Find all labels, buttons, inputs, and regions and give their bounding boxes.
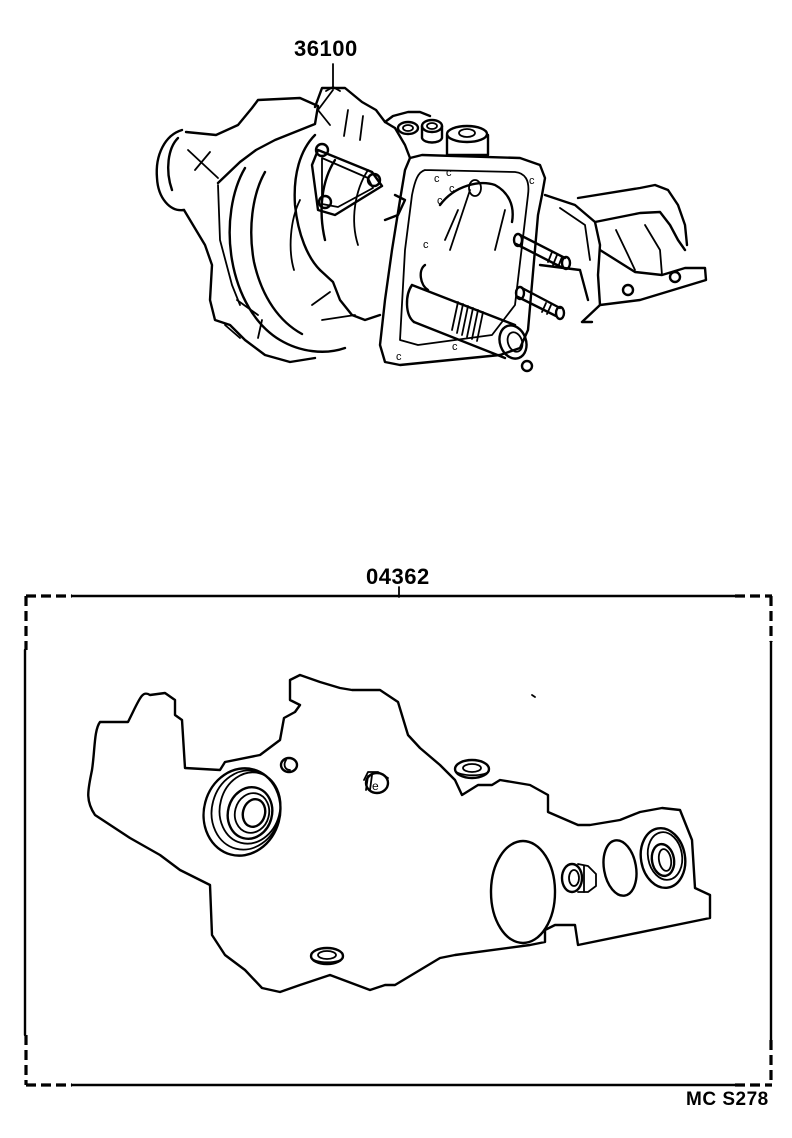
svg-text:c: c bbox=[437, 195, 443, 207]
extension-housing bbox=[155, 96, 320, 364]
svg-text:c: c bbox=[446, 167, 452, 179]
threaded-plug-right bbox=[560, 862, 597, 894]
washer-seal-lower bbox=[309, 946, 345, 966]
output-shaft bbox=[405, 263, 534, 373]
o-ring-large bbox=[489, 839, 557, 945]
illustration-code-label: MC S278 bbox=[686, 1089, 769, 1110]
svg-text:c: c bbox=[529, 175, 535, 187]
oil-seal-large bbox=[202, 767, 282, 857]
svg-text:c: c bbox=[396, 351, 402, 363]
mounting-bracket bbox=[538, 183, 708, 324]
oil-seal-right bbox=[639, 827, 687, 889]
cover-plate bbox=[310, 142, 384, 217]
threaded-plug: e bbox=[363, 771, 390, 795]
svg-text:e: e bbox=[372, 779, 379, 793]
rear-flange-plate: c c c c c c c c bbox=[378, 153, 547, 367]
bolt-icon bbox=[366, 172, 382, 188]
gasket-outline bbox=[87, 673, 712, 994]
svg-text:c: c bbox=[434, 173, 440, 185]
small-o-ring bbox=[279, 756, 299, 774]
shaft-pin-icon bbox=[520, 359, 534, 373]
part-number-label-gasket-kit: 04362 bbox=[366, 564, 430, 589]
bolt-icon bbox=[668, 270, 682, 284]
bolt-icon bbox=[317, 194, 333, 210]
svg-text:c: c bbox=[449, 183, 455, 195]
svg-text:c: c bbox=[423, 239, 429, 251]
bolt-icon bbox=[314, 142, 330, 158]
washer-seal-upper bbox=[453, 758, 491, 780]
top-bosses bbox=[383, 110, 490, 157]
o-ring-medium bbox=[602, 839, 638, 897]
kit-enclosure-box bbox=[23, 594, 773, 1087]
bolt-icon bbox=[621, 283, 635, 297]
svg-text:c: c bbox=[452, 341, 458, 353]
part-number-label-transfer-assembly: 36100 bbox=[294, 36, 358, 61]
